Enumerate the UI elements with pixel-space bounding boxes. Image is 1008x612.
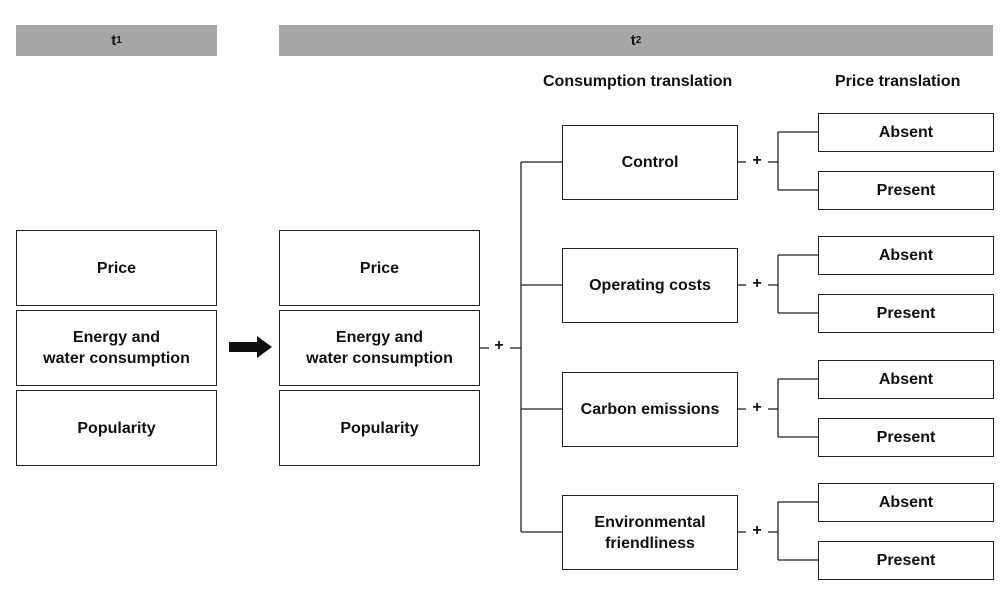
t2-attribute-box-label: Popularity: [340, 419, 419, 437]
consumption-translation-box: Environmental friendliness: [562, 495, 738, 570]
consumption-translation-header: Consumption translation: [543, 73, 733, 90]
t1-subscript: 1: [116, 35, 122, 46]
plus-sign: +: [752, 399, 762, 416]
price-translation-present-box-label: Present: [876, 305, 936, 322]
plus-sign: +: [752, 152, 762, 169]
price-translation-absent-box: Absent: [818, 236, 994, 275]
arrow-right-icon: [229, 336, 272, 358]
price-translation-present-box: Present: [818, 171, 994, 210]
consumption-translation-box-label: Carbon emissions: [580, 401, 720, 418]
t1-attribute-box: Popularity: [16, 390, 217, 466]
price-translation-absent-box-label: Absent: [878, 371, 934, 388]
t1-attribute-box-label: Energy and water consumption: [43, 329, 190, 367]
t2-label: t: [630, 32, 636, 49]
t1-attribute-box-label: Popularity: [77, 419, 156, 437]
t2-attribute-box: Popularity: [279, 390, 480, 466]
price-translation-present-box-label: Present: [876, 182, 936, 199]
price-translation-absent-box-label: Absent: [878, 494, 934, 511]
t2-attribute-box: Energy and water consumption: [279, 310, 480, 386]
price-translation-present-box-label: Present: [876, 552, 936, 569]
consumption-translation-box: Carbon emissions: [562, 372, 738, 447]
price-translation-absent-box: Absent: [818, 483, 994, 522]
t1-attribute-box: Energy and water consumption: [16, 310, 217, 386]
consumption-translation-box: Control: [562, 125, 738, 200]
price-translation-absent-box-label: Absent: [878, 124, 934, 141]
price-translation-present-box: Present: [818, 541, 994, 580]
price-translation-present-box-label: Present: [876, 429, 936, 446]
consumption-translation-box-label: Operating costs: [589, 277, 711, 294]
t2-attribute-box-label: Price: [359, 259, 400, 277]
plus-sign: +: [494, 337, 504, 354]
t1-attribute-box-label: Price: [96, 259, 137, 277]
t2-attribute-box: Price: [279, 230, 480, 306]
price-translation-present-box: Present: [818, 294, 994, 333]
t1-label: t: [111, 32, 117, 49]
price-translation-header: Price translation: [835, 73, 961, 90]
t2-subscript: 2: [635, 35, 642, 46]
price-translation-absent-box: Absent: [818, 360, 994, 399]
t2-attribute-box-label: Energy and water consumption: [306, 329, 453, 367]
consumption-translation-box: Operating costs: [562, 248, 738, 323]
consumption-translation-box-label: Control: [621, 154, 679, 171]
consumption-translation-box-label: Environmental friendliness: [594, 513, 706, 552]
t1-attribute-box: Price: [16, 230, 217, 306]
price-translation-absent-box-label: Absent: [878, 247, 934, 264]
price-translation-present-box: Present: [818, 418, 994, 457]
price-translation-absent-box: Absent: [818, 113, 994, 152]
plus-sign: +: [752, 522, 762, 539]
plus-sign: +: [752, 275, 762, 292]
